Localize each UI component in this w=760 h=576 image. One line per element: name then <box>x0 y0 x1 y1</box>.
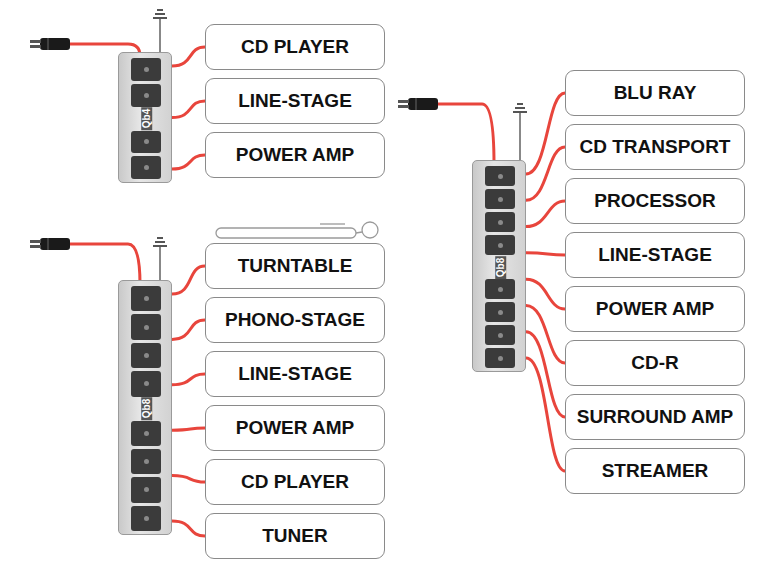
socket <box>485 348 515 368</box>
socket <box>131 506 161 531</box>
socket <box>485 302 515 322</box>
component-box: CD-R <box>565 340 745 386</box>
component-box: TURNTABLE <box>205 243 385 289</box>
component-box: LINE-STAGE <box>205 78 385 124</box>
socket <box>131 371 161 396</box>
socket <box>485 166 515 186</box>
component-box: CD PLAYER <box>205 459 385 505</box>
component-name: LINE-STAGE <box>238 90 352 112</box>
power-strip: Qb8 <box>118 280 172 535</box>
power-strip: Qb4 <box>118 52 172 183</box>
component-box: PHONO-STAGE <box>205 297 385 343</box>
socket <box>485 235 515 255</box>
power-cable <box>172 320 205 339</box>
socket <box>131 314 161 339</box>
component-name: PHONO-STAGE <box>225 309 365 331</box>
socket <box>131 421 161 446</box>
component-name: PROCESSOR <box>594 190 715 212</box>
component-name: LINE-STAGE <box>238 363 352 385</box>
component-name: POWER AMP <box>236 417 355 439</box>
socket <box>485 212 515 232</box>
power-cable <box>172 155 205 169</box>
component-box: LINE-STAGE <box>205 351 385 397</box>
component-name: BLU RAY <box>614 82 697 104</box>
component-box: TUNER <box>205 513 385 559</box>
mains-plug <box>398 98 494 164</box>
power-cable <box>172 266 205 294</box>
model-label: Qb8 <box>141 397 152 420</box>
socket <box>131 58 161 81</box>
power-cable <box>172 47 205 66</box>
component-box: LINE-STAGE <box>565 232 745 278</box>
socket <box>131 131 161 154</box>
socket <box>131 84 161 107</box>
power-cable <box>526 279 565 309</box>
component-name: POWER AMP <box>596 298 715 320</box>
socket <box>131 286 161 311</box>
component-name: CD TRANSPORT <box>580 136 731 158</box>
power-strip: Qb8 <box>472 160 526 372</box>
socket <box>131 343 161 368</box>
component-name: STREAMER <box>602 460 709 482</box>
power-cable <box>526 93 565 174</box>
power-cable <box>172 476 205 482</box>
component-name: SURROUND AMP <box>577 406 734 428</box>
component-box: PROCESSOR <box>565 178 745 224</box>
component-name: CD-R <box>631 352 679 374</box>
component-name: CD PLAYER <box>241 471 349 493</box>
power-cable <box>526 253 565 255</box>
model-label: Qb4 <box>141 107 152 130</box>
power-cable <box>526 358 565 471</box>
socket <box>485 189 515 209</box>
component-box: POWER AMP <box>565 286 745 332</box>
power-cable <box>526 201 565 227</box>
component-box: POWER AMP <box>205 132 385 178</box>
component-name: LINE-STAGE <box>598 244 712 266</box>
component-box: CD PLAYER <box>205 24 385 70</box>
component-name: CD PLAYER <box>241 36 349 58</box>
power-cable <box>526 147 565 200</box>
power-cable <box>172 374 205 385</box>
socket <box>131 156 161 179</box>
ground-wire <box>153 238 167 280</box>
component-box: SURROUND AMP <box>565 394 745 440</box>
turntable-icon <box>216 222 378 238</box>
ground-wire <box>513 104 527 160</box>
ground-wire <box>153 10 167 52</box>
component-box: POWER AMP <box>205 405 385 451</box>
component-name: TURNTABLE <box>238 255 353 277</box>
socket <box>131 477 161 502</box>
component-name: TUNER <box>262 525 327 547</box>
model-label: Qb8 <box>495 255 506 278</box>
component-box: CD TRANSPORT <box>565 124 745 170</box>
power-cable <box>172 428 205 430</box>
socket <box>131 449 161 474</box>
power-cable <box>172 521 205 536</box>
component-box: BLU RAY <box>565 70 745 116</box>
power-cable <box>172 101 205 118</box>
socket <box>485 279 515 299</box>
socket <box>485 325 515 345</box>
component-name: POWER AMP <box>236 144 355 166</box>
component-box: STREAMER <box>565 448 745 494</box>
mains-plug <box>30 238 140 284</box>
